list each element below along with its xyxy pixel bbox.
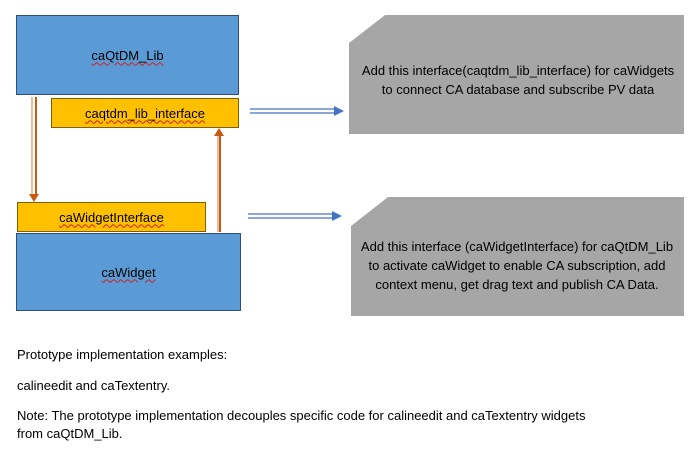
right-arrow-bottom <box>248 211 342 221</box>
note-line-2: from caQtDM_Lib. <box>17 426 123 441</box>
prototype-examples: calineedit and caTextentry. <box>17 378 170 393</box>
note-bottom-shape <box>351 197 684 316</box>
prototype-heading: Prototype implementation examples: <box>17 347 228 362</box>
cawidget-label: caWidget <box>101 264 156 280</box>
right-arrow-top <box>250 106 344 116</box>
cawidget-interface-box: caWidgetInterface <box>17 202 206 232</box>
cawidget-box: caWidget <box>16 233 241 311</box>
caqtdm-lib-interface-label: caqtdm_lib_interface <box>85 105 205 121</box>
caqtdm-lib-label: caQtDM_Lib <box>91 47 164 63</box>
note-line-1: Note: The prototype implementation decou… <box>17 408 586 423</box>
note-top-text: Add this interface(caqtdm_lib_interface)… <box>361 63 675 97</box>
up-arrow <box>214 128 224 232</box>
caqtdm-lib-box: caQtDM_Lib <box>16 15 239 95</box>
note-bottom-text: Add this interface (caWidgetInterface) f… <box>360 238 674 292</box>
caqtdm-lib-interface-box: caqtdm_lib_interface <box>51 98 239 128</box>
note-top-shape <box>349 15 684 134</box>
down-arrow <box>29 97 39 202</box>
cawidget-interface-label: caWidgetInterface <box>59 209 164 225</box>
